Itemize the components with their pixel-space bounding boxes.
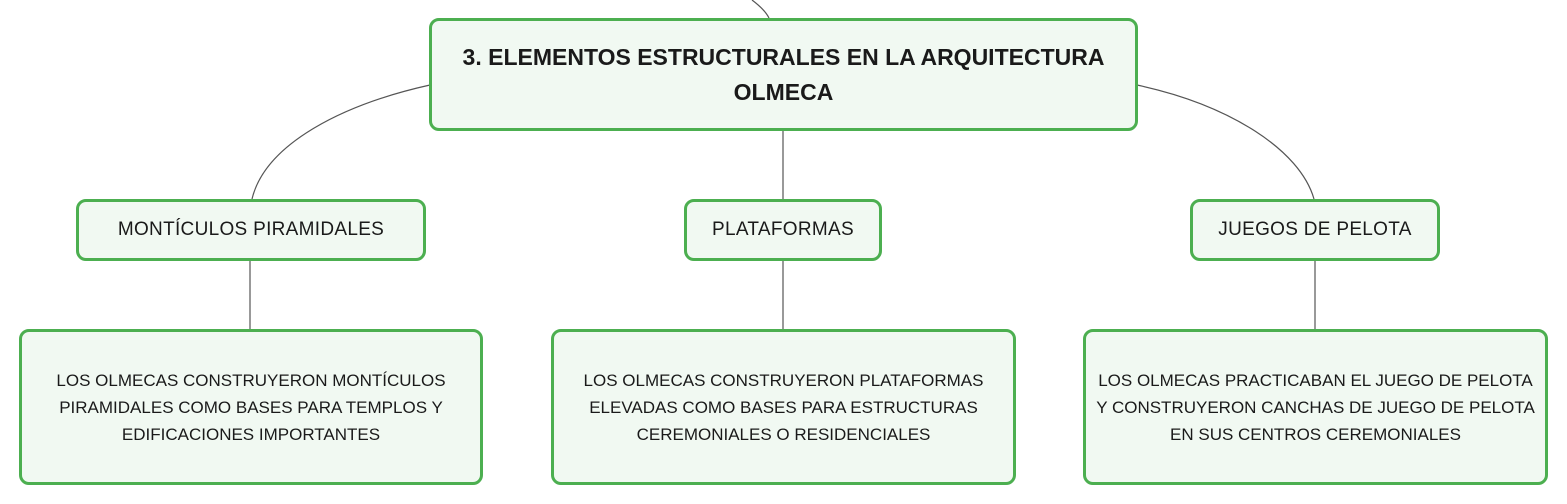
connector-parent-to-root bbox=[751, 0, 770, 19]
root-topic-title: 3. ELEMENTOS ESTRUCTURALES EN LA ARQUITE… bbox=[462, 43, 1105, 105]
detail-node-monticulos[interactable]: LOS OLMECAS CONSTRUYERON MONTÍCULOS PIRA… bbox=[19, 329, 483, 485]
topic-label-juegos: JUEGOS DE PELOTA bbox=[1218, 219, 1412, 240]
topic-label-monticulos: MONTÍCULOS PIRAMIDALES bbox=[117, 219, 385, 240]
topic-node-monticulos[interactable]: MONTÍCULOS PIRAMIDALES bbox=[76, 199, 426, 261]
root-topic-node[interactable]: 3. ELEMENTOS ESTRUCTURALES EN LA ARQUITE… bbox=[429, 18, 1138, 131]
connector-root-to-juegos bbox=[1136, 84, 1315, 200]
detail-node-juegos[interactable]: LOS OLMECAS PRACTICABAN EL JUEGO DE PELO… bbox=[1083, 329, 1548, 485]
detail-text-juegos: LOS OLMECAS PRACTICABAN EL JUEGO DE PELO… bbox=[1096, 370, 1535, 444]
detail-text-plataformas: LOS OLMECAS CONSTRUYERON PLATAFORMAS ELE… bbox=[583, 370, 984, 444]
topic-node-juegos[interactable]: JUEGOS DE PELOTA bbox=[1190, 199, 1440, 261]
detail-text-monticulos: LOS OLMECAS CONSTRUYERON MONTÍCULOS PIRA… bbox=[56, 370, 446, 444]
topic-label-plataformas: PLATAFORMAS bbox=[712, 219, 854, 240]
detail-node-plataformas[interactable]: LOS OLMECAS CONSTRUYERON PLATAFORMAS ELE… bbox=[551, 329, 1016, 485]
topic-node-plataformas[interactable]: PLATAFORMAS bbox=[684, 199, 882, 261]
connector-root-to-monticulos bbox=[251, 84, 431, 200]
